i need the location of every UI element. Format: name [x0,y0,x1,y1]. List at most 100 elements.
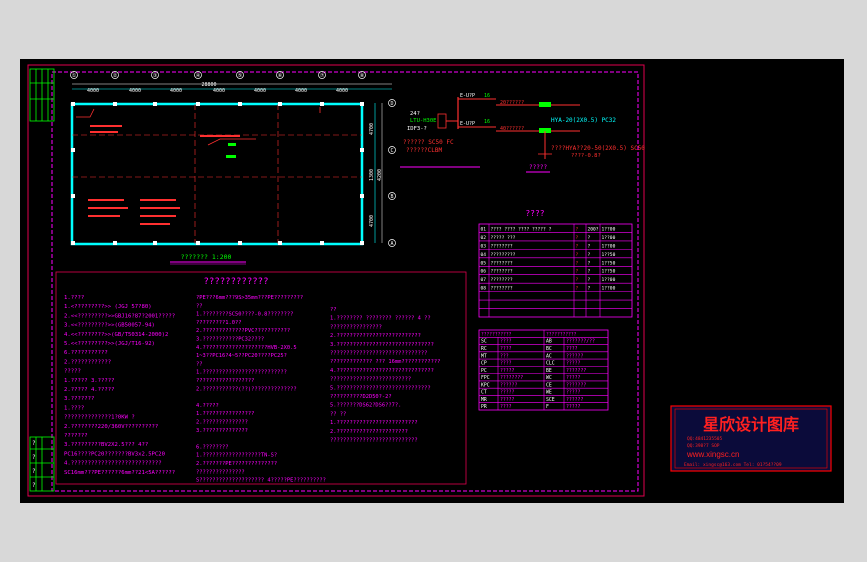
distribution-diagram [400,97,580,173]
abbrev-cell: ?????? [500,382,517,388]
notes-right-column: ?? 1.???????? ???????? ?????? 4 ?? ??????… [330,307,440,444]
binding-mark: ? [32,454,36,461]
abbrev-cell: SCE [546,397,555,403]
notes-frame [55,271,467,485]
note-line: 5.???????DS62?DS6??7?. [330,403,401,409]
legend-cell: 05 [481,260,487,266]
legend-cell: 01 [481,226,487,232]
legend-cell: ???????? [491,269,513,275]
note-line: 2.?????????????????????? [330,429,408,435]
legend-cell: ???????? [491,260,513,266]
legend-cell: 02 [481,235,487,241]
legend-cell: ???????? [491,277,513,283]
legend-cell: 1??50 [602,260,616,266]
incoming-cable: ?????? SC50 FC [403,139,454,146]
branch-cable: HYA-20(2X0.5) PC32 [551,117,616,124]
legend-cell: ? [576,269,579,275]
stamp-qq: QQ:398?7 SOP [687,443,720,449]
abbrev-cell: F [546,404,549,410]
logo-stamp [670,405,832,472]
note-line: SC16mm???PE??????6mm??21<5A?????? [64,470,175,476]
note-line: 1.?????????????????????????? [196,370,287,376]
legend-title: ???? [525,209,544,218]
abbrev-cell: ????? [500,368,515,374]
drawing-sheet[interactable]: ? ? ? ? [20,59,844,503]
abbrev-cell: ???????? [500,375,523,381]
abbrev-cell: WE [546,390,552,396]
notes-left-column: 1.???? 1.<?????????>> (JGJ 57?80) 2.<<??… [64,295,175,476]
note-line: 2.???????????? [64,359,111,365]
note-line: ??????????????1?0KW ? [64,415,135,421]
note-line: 3.?????????BV2X2.5??? 4?? [64,442,148,448]
abbrev-cell: ??????? [566,368,586,374]
bay-dimension: 4000 [87,88,99,94]
legend-cell: ? [576,235,579,241]
branch-cable: ????HYA??20-50(2X0.5) SC50 [551,145,645,152]
axis-label: ⑤ [238,73,243,79]
abbrev-table [478,329,609,411]
side-dimension: 4700 [369,123,375,135]
note-line: 2.????? 4.????? [64,387,115,393]
axis-label: ⑧ [360,73,365,79]
brand-title: 星欣设计图库 [703,415,799,434]
note-line: ??????????????????????????? [330,438,418,444]
note-line: 5.????????????????????????????? [330,385,431,391]
stamp-qq: QQ:4841235505 [687,436,723,442]
abbrev-cell: KPC [481,382,490,388]
branch-label: 40?????? [500,126,524,132]
axis-label: ③ [153,73,158,79]
note-line: 3.??????? [64,396,94,402]
note-line: ???????????????? [330,324,382,330]
note-line: 1~3??PC16?4~5??PC20????PC25? [196,353,287,359]
note-line: 1.???????? ???????? ?????? 4 ?? [330,316,431,322]
note-line: 4.????????????????????HVB-2X0.5 [196,345,297,351]
legend-cell: ? [576,260,579,266]
legend-cell: ? [576,243,579,249]
note-line: PC16????PC20???????BV3x2.5PC20 [64,451,165,457]
abbrev-cell: ???? [566,346,578,352]
incoming-line2: LTU-H30E [410,118,437,124]
stamp-contact: Email: xingsc@163.com Tel: 01?54??09 [684,462,782,468]
bay-dimension: 4000 [170,88,182,94]
legend-cell: ? [588,286,591,292]
legend-cell: ???????? [491,286,513,292]
legend-cell: 1??00 [602,286,616,292]
incoming-method: ??????CLBM [406,147,443,154]
legend-cell: ? [576,286,579,292]
binding-mark: ? [32,468,36,475]
abbrev-cell: CT [481,390,487,396]
legend-cell: 03 [481,243,487,249]
binding-mark: ? [32,440,36,447]
floor-plan [70,71,396,247]
abbrev-grid [479,330,608,410]
legend-cell: ? [588,252,591,258]
bay-dimension: 4000 [129,88,141,94]
note-line: ?? [330,307,337,313]
note-line: ??????????D2D50?-2? [330,394,392,400]
abbrev-cell: ??? [500,353,509,359]
note-line: ????????????? ??? 16mm???????????? [330,359,440,365]
note-line: 1.???? [64,295,84,301]
abbrev-cell: ???? [500,404,512,410]
note-line: 4.????? [196,403,219,409]
abbrev-cell: ????? [566,390,581,396]
abbrev-cell: AC [546,353,552,359]
abbrev-cell: MT [481,353,487,359]
breaker-rating: 16 [484,93,490,99]
abbrev-cell: MR [481,397,487,403]
abbrev-cell: RC [481,346,487,352]
legend-rows: 01???? ???? ???? ????? ??200?1??0002????… [481,226,616,291]
abbrev-cell: ???? [500,339,512,345]
legend-cell: ????? ??? [491,235,516,241]
abbrev-cell: ????? [566,375,581,381]
note-line: 2.?????????????? [196,420,248,426]
note-line: ?????????????????? [196,378,254,384]
abbrev-cell: ????? [500,397,515,403]
abbrev-cell: CP [481,361,487,367]
incoming-line3: IDF3-? [407,126,427,132]
legend-cell: ? [588,269,591,275]
abbrev-cell: FPC [481,375,490,381]
branch-note: ????-0.8? [571,153,601,159]
note-line: 1.????????SC50????-0.8???????? [196,312,293,318]
